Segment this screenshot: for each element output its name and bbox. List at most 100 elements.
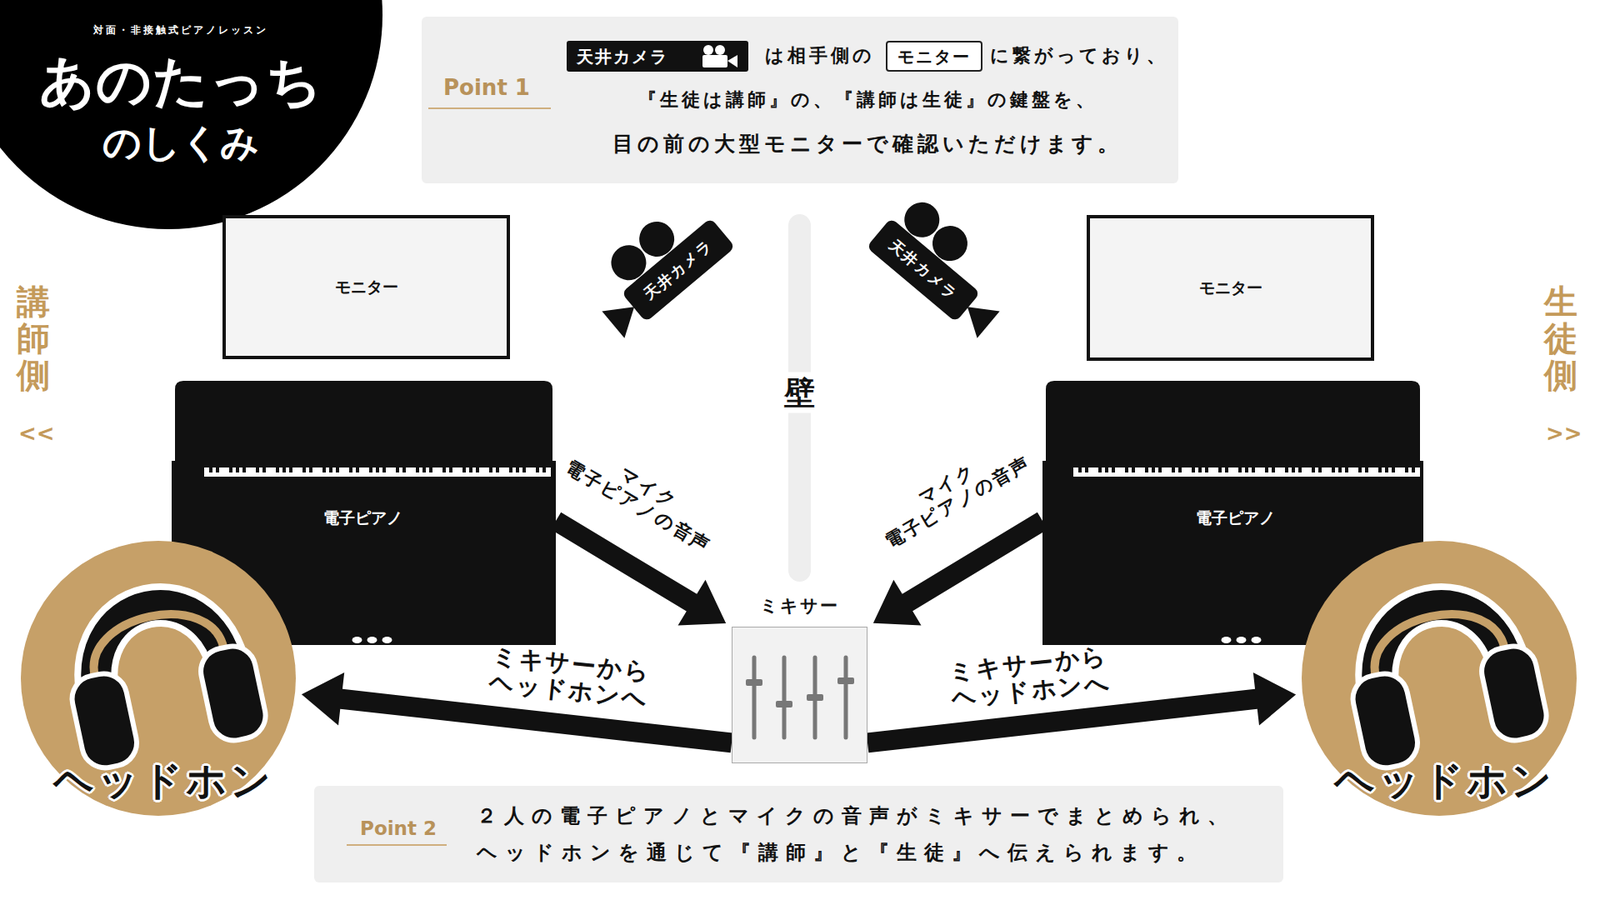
side-chevrons: >> — [1545, 420, 1583, 446]
black-key — [1085, 467, 1089, 473]
piano-pedal — [1236, 636, 1247, 644]
fader-knob — [745, 679, 763, 686]
piano-lid — [175, 380, 553, 465]
node-label: Point 2 — [360, 817, 437, 840]
black-key — [1291, 467, 1295, 473]
black-key — [522, 467, 526, 473]
black-key — [1205, 467, 1209, 473]
fader-knob — [775, 700, 793, 708]
black-key — [1338, 467, 1342, 473]
black-key — [442, 467, 446, 473]
headband-outline — [82, 592, 233, 712]
black-key — [322, 467, 326, 473]
side-label: 講師側 — [16, 283, 50, 394]
monitor-screen: モニター — [1086, 215, 1375, 361]
side-chevrons: << — [18, 420, 55, 446]
node-label: ヘッドホン — [1334, 757, 1555, 804]
camera-reel — [632, 214, 682, 264]
black-key — [1298, 467, 1302, 473]
black-key — [1365, 467, 1369, 473]
black-key — [1198, 467, 1202, 473]
point-panel-outline — [314, 785, 1284, 883]
black-key — [515, 467, 520, 473]
black-key — [382, 467, 386, 473]
black-key — [1245, 467, 1249, 473]
black-key — [1411, 467, 1415, 473]
black-key — [415, 467, 420, 473]
black-key — [395, 467, 400, 473]
black-key — [1311, 467, 1315, 473]
headband — [82, 592, 233, 712]
node-label: 電子ピアノ — [1195, 509, 1275, 528]
headband — [1363, 592, 1514, 712]
black-key — [1251, 467, 1255, 473]
camera-icon — [703, 45, 714, 55]
black-key — [1345, 467, 1349, 473]
black-key — [329, 467, 333, 473]
black-key — [429, 467, 433, 473]
point-underline — [346, 844, 447, 846]
black-key — [402, 467, 406, 473]
black-key — [1131, 467, 1135, 473]
ear-cup — [196, 641, 270, 745]
black-key — [1331, 467, 1335, 473]
black-key — [1111, 467, 1115, 473]
black-key — [229, 467, 233, 473]
camera-icon — [715, 45, 725, 55]
camera-icon — [727, 55, 738, 68]
node-label: 天井カメラ — [640, 236, 716, 304]
black-key — [1145, 467, 1149, 473]
headphone-badge: ヘッドホン — [1301, 540, 1577, 816]
ceiling-camera: 天井カメラ — [621, 217, 736, 322]
camera-lens — [601, 293, 645, 338]
piano-pedal — [382, 636, 393, 644]
black-key — [1158, 467, 1162, 473]
piano-keys — [204, 467, 551, 477]
black-key — [255, 467, 260, 473]
black-key — [462, 467, 466, 473]
node-text: 『生徒は講師』の、『講師は生徒』の鍵盤を、 — [638, 89, 1098, 110]
ear-cup — [67, 669, 141, 772]
point-panel: Point 1は相手側のに繋がっており、『生徒は講師』の、『講師は生徒』の鍵盤を… — [421, 16, 1179, 184]
camera-icon — [702, 55, 728, 68]
black-key — [355, 467, 360, 473]
camera-body — [621, 217, 736, 322]
headphone-icon — [1336, 586, 1550, 772]
headband-inner — [85, 602, 225, 680]
black-key — [1178, 467, 1182, 473]
black-key — [369, 467, 373, 473]
black-key — [509, 467, 513, 473]
monitor-tag: モニター — [885, 40, 983, 72]
black-key — [1405, 467, 1409, 473]
point-panel: Point 2２人の電子ピアノとマイクの音声がミキサーでまとめられ、ヘッドホンを… — [314, 785, 1284, 883]
camera-body — [866, 217, 981, 322]
node-text: に繋がっており、 — [990, 45, 1169, 66]
black-key — [1285, 467, 1289, 473]
ceiling-camera: 天井カメラ — [866, 217, 981, 322]
camera-lens — [955, 293, 1000, 338]
black-key — [449, 467, 453, 473]
black-key — [422, 467, 426, 473]
headphone-icon — [55, 586, 270, 772]
mixer-box-outline — [732, 627, 869, 765]
black-key — [242, 467, 246, 473]
black-key — [275, 467, 280, 473]
piano-pedal — [352, 636, 363, 644]
node-text: は相手側の — [765, 45, 875, 66]
node-label: モニター — [1199, 279, 1263, 298]
node-label: 対面・非接触式ピアノレッスン — [93, 25, 269, 37]
monitor-screen: モニター — [222, 215, 510, 360]
node-label: モニター — [897, 46, 971, 66]
camera-reel — [897, 195, 947, 245]
headband-outline — [1363, 592, 1514, 712]
ear-cup — [1348, 669, 1422, 772]
black-key — [1385, 467, 1389, 473]
black-key — [375, 467, 380, 473]
arrow-label: ミキサーから ヘッドホンへ — [487, 642, 653, 714]
black-key — [1078, 467, 1082, 473]
node-label: 電子ピアノ — [323, 509, 403, 528]
black-key — [309, 467, 313, 473]
black-key — [302, 467, 306, 473]
black-key — [1171, 467, 1175, 473]
